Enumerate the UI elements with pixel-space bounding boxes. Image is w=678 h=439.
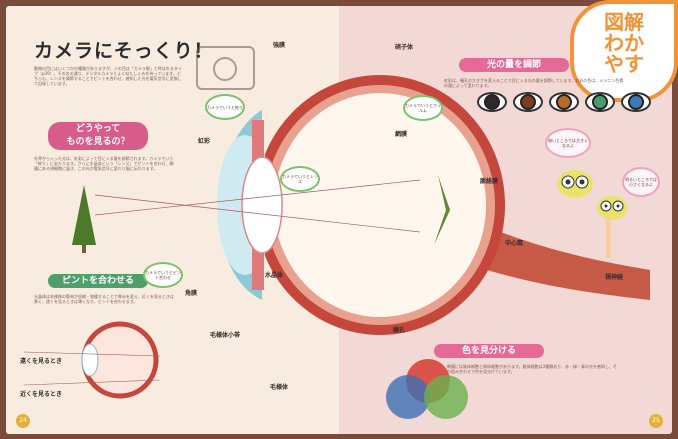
label-ciliary: 毛様体 (270, 382, 288, 391)
label-cornea: 角膜 (185, 288, 197, 297)
callout-bubble-2: カメラでいうとレンズ (280, 166, 320, 192)
label-retina: 網膜 (395, 129, 407, 138)
lens-shape (242, 157, 282, 253)
label-pupil: 瞳孔 (393, 325, 405, 334)
rgb-blue-circle (386, 375, 430, 419)
label-zonule: 毛様体小帯 (210, 330, 240, 339)
callout-bubble-4: カメラでいうとピント合わせ (143, 262, 183, 288)
callout-bubble-5: 暗いところでは大きくなるよ (545, 128, 591, 158)
label-optic-nerve: 視神経 (605, 272, 623, 281)
label-vitreous: 硝子体 (395, 42, 413, 51)
label-sclera: 強膜 (273, 40, 285, 49)
label-choroid: 脈絡膜 (480, 176, 498, 185)
callout-bubble-3: カメラでいうとフィルム (403, 95, 443, 121)
vitreous-shape (274, 93, 486, 317)
tarsier-illustration (557, 170, 627, 258)
label-lens: 水晶体 (265, 270, 283, 279)
object-tree-icon (72, 185, 96, 245)
callout-bubble-6: 明るいところでは小さくなるよ (622, 167, 660, 197)
label-fovea: 中心窩 (505, 238, 523, 247)
rgb-green-circle (424, 375, 468, 419)
callout-bubble-1: カメラでいうと絞り (205, 94, 245, 120)
label-iris: 虹彩 (198, 136, 210, 145)
